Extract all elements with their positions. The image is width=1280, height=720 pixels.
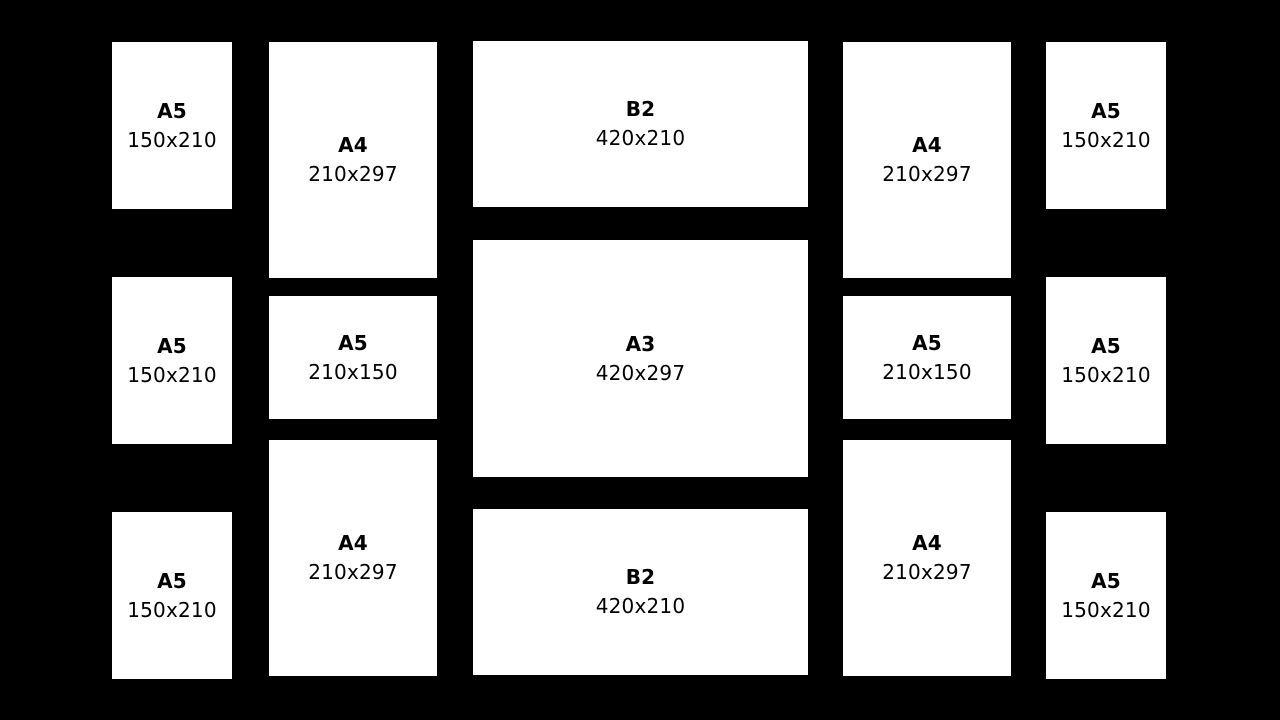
paper-tile-name: A5 (1091, 333, 1121, 358)
paper-tile-name: A5 (912, 330, 942, 355)
paper-tile-dimensions: 210x297 (882, 560, 972, 584)
paper-tile-c3r3[interactable]: B2 420x210 (473, 509, 808, 675)
paper-tile-name: B2 (625, 565, 656, 589)
paper-tile-dimensions: 420x297 (595, 360, 686, 385)
paper-tile-c2r2[interactable]: A5 210x150 (269, 296, 437, 419)
paper-tile-name: A4 (912, 531, 942, 555)
paper-tile-c3r1[interactable]: B2 420x210 (473, 41, 808, 207)
paper-tile-c4r2[interactable]: A5 210x150 (843, 296, 1011, 419)
paper-tile-c1r2[interactable]: A5 150x210 (112, 277, 232, 444)
paper-tile-dimensions: 150x210 (1061, 362, 1151, 387)
paper-tile-name: A5 (157, 98, 187, 123)
paper-tile-dimensions: 210x150 (882, 359, 972, 384)
paper-tile-dimensions: 210x297 (308, 162, 398, 186)
paper-tile-dimensions: 150x210 (1061, 597, 1151, 622)
paper-tile-dimensions: 420x210 (595, 594, 686, 618)
paper-tile-name: A5 (157, 568, 187, 593)
paper-tile-c5r2[interactable]: A5 150x210 (1046, 277, 1166, 444)
paper-tile-dimensions: 150x210 (127, 127, 217, 152)
paper-tile-dimensions: 150x210 (127, 362, 217, 387)
paper-tile-c4r3[interactable]: A4 210x297 (843, 440, 1011, 676)
paper-tile-dimensions: 210x297 (308, 560, 398, 584)
paper-tile-name: A5 (1091, 98, 1121, 123)
paper-tile-c4r1[interactable]: A4 210x297 (843, 42, 1011, 278)
paper-tile-name: A4 (338, 133, 368, 157)
paper-tile-dimensions: 420x210 (595, 126, 686, 150)
paper-tile-c2r1[interactable]: A4 210x297 (269, 42, 437, 278)
paper-tile-c5r3[interactable]: A5 150x210 (1046, 512, 1166, 679)
paper-tile-name: B2 (625, 97, 656, 121)
paper-tile-name: A5 (1091, 568, 1121, 593)
paper-tile-dimensions: 150x210 (1061, 127, 1151, 152)
paper-tile-c1r1[interactable]: A5 150x210 (112, 42, 232, 209)
paper-tile-name: A5 (157, 333, 187, 358)
paper-tile-c3r2[interactable]: A3 420x297 (473, 240, 808, 477)
paper-tile-name: A3 (625, 331, 656, 356)
paper-tile-name: A5 (338, 330, 368, 355)
paper-tile-name: A4 (338, 531, 368, 555)
paper-tile-dimensions: 210x297 (882, 162, 972, 186)
paper-tile-c2r3[interactable]: A4 210x297 (269, 440, 437, 676)
paper-tile-c5r1[interactable]: A5 150x210 (1046, 42, 1166, 209)
paper-tile-c1r3[interactable]: A5 150x210 (112, 512, 232, 679)
paper-tile-name: A4 (912, 133, 942, 157)
paper-tile-dimensions: 150x210 (127, 597, 217, 622)
paper-tile-dimensions: 210x150 (308, 359, 398, 384)
